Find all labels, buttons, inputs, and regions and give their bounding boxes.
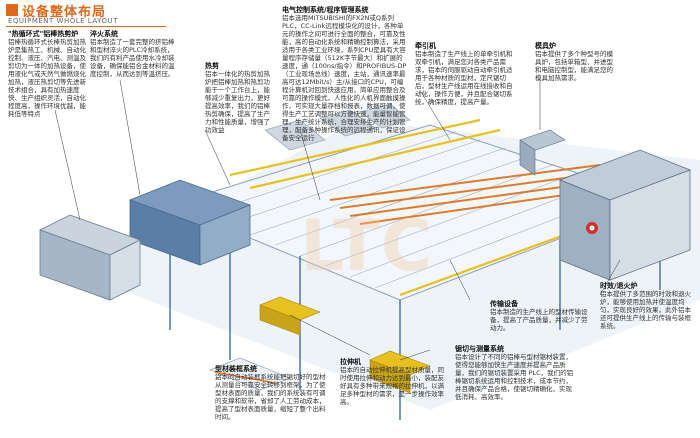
label-hot-loop-title: "热循环式"铝棒热剪炉 xyxy=(8,30,79,38)
saw-unit xyxy=(369,350,431,394)
aging-oven xyxy=(558,149,692,281)
label-hot-loop-desc: 铝棒热循环式长棒热剪加热炉是集热工、机械、自动化控制、液压、汽电、测温及剪切为一… xyxy=(8,38,86,118)
page-title: 设备整体布局 xyxy=(22,5,107,20)
label-aging-title: 时效/退火炉 xyxy=(600,282,638,290)
logo-watermark: LTC xyxy=(300,205,432,287)
label-conveyor-title: 传输设备 xyxy=(490,300,518,308)
page-subtitle: EQUIPMENT WHOLE LAYOUT xyxy=(8,17,118,25)
label-saw-measure: 锯切与测量系统 铝本设计了不同的铝棒与型材锯材装置，使得您能够加快生产速度并提高… xyxy=(455,345,575,401)
label-aging-oven: 时效/退火炉 铝本提供了多范围的时效和退火炉，能够使用加热并使温度均匀，实现良好… xyxy=(600,282,695,330)
stretcher-unit xyxy=(259,296,321,336)
leader-lines xyxy=(54,79,621,381)
label-conveyor: 传输设备 铝本制造的生产线上的型材传输设备，提高了产品质量，并减少了劳动力。 xyxy=(490,300,590,332)
label-stretcher: 拉伸机 铝本的自动拉伸机提高型材质量，同时使用拉伸和动力达到最小，装配友好具有多… xyxy=(340,358,445,406)
header-marker xyxy=(6,4,18,16)
label-aging-desc: 铝本提供了多范围的时效和退火炉，能够使用加热并使温度均匀，实现良好的效果，此外铝… xyxy=(600,290,691,330)
billet-furnace xyxy=(38,214,142,301)
label-control-desc: 铝本选用MITSUBISHI的FX2N或Q系列PLC，CC-Link远程模块化的… xyxy=(282,14,407,142)
label-stretcher-title: 拉伸机 xyxy=(340,358,361,366)
label-die-oven-desc: 铝本提供了多个种型号的模具炉，包括单箱型、并进型和电脑控制型，能满足您的模具加热… xyxy=(535,50,613,82)
label-stacker: 型材装框系统 铝本的自动装框系统能把锯切好的型材从测量台可靠安全转移到框架，为了… xyxy=(215,365,330,421)
stacker-unit xyxy=(209,357,291,391)
runout-rollers xyxy=(199,131,631,289)
label-hot-loop-furnace: "热循环式"铝棒热剪炉 铝棒热循环式长棒热剪加热炉是集热工、机械、自动化控制、液… xyxy=(8,30,86,118)
label-saw-desc: 铝本设计了不同的铝棒与型材锯材装置，使得您能够加快生产速度并提高产品质量，我们的… xyxy=(455,353,574,401)
header-rule xyxy=(6,26,166,27)
label-stacker-desc: 铝本的自动装框系统能把锯切好的型材从测量台可靠安全转移到框架，为了使型材表面的质… xyxy=(215,373,326,421)
label-heat-shear: 热剪 铝本一体化的热剪加热炉把铝棒加热和热剪功能于一个工作台上，能够减少重复出力… xyxy=(205,62,275,134)
label-puller: 牵引机 铝本制造了生产线上的单牵引机和双牵引机，满足您对各类产品需求，铝本的伺服… xyxy=(415,42,515,106)
label-puller-desc: 铝本制造了生产线上的单牵引机和双牵引机，满足您对各类产品需求，铝本的伺服驱动自动… xyxy=(415,50,513,106)
exhaust-hoods xyxy=(264,103,411,151)
label-control-system: 电气控制系统/程序管理系统 铝本选用MITSUBISHI的FX2N或Q系列PLC… xyxy=(282,6,407,142)
label-quench-title: 淬火系统 xyxy=(90,30,118,38)
label-saw-title: 锯切与测量系统 xyxy=(455,345,504,353)
label-die-oven-title: 模具炉 xyxy=(535,42,556,50)
extrusion-press xyxy=(128,179,252,266)
label-conveyor-desc: 铝本制造的生产线上的型材传输设备，提高了产品质量，并减少了劳动力。 xyxy=(490,308,588,332)
die-oven xyxy=(519,129,566,176)
label-control-title: 电气控制系统/程序管理系统 xyxy=(282,6,369,14)
label-quench-system: 淬火系统 铝本制造了一套完整的挤铝棒和型材淬火的PLC冷却系统，我们的有利产品使… xyxy=(90,30,180,78)
label-heat-shear-desc: 铝本一体化的热剪加热炉把铝棒加热和热剪功能于一个工作台上，能够减少重复出力，更好… xyxy=(205,70,270,134)
label-quench-desc: 铝本制造了一套完整的挤铝棒和型材淬火的PLC冷却系统，我们的有利产品使用水冷却装… xyxy=(90,38,175,78)
label-heat-shear-title: 热剪 xyxy=(205,62,219,70)
label-puller-title: 牵引机 xyxy=(415,42,436,50)
label-stretcher-desc: 铝本的自动拉伸机提高型材质量，同时使用拉伸和动力达到最小，装配友好具有多种带来规… xyxy=(340,366,444,406)
label-die-oven: 模具炉 铝本提供了多个种型号的模具炉，包括单箱型、并进型和电脑控制型，能满足您的… xyxy=(535,42,615,82)
label-stacker-title: 型材装框系统 xyxy=(215,365,257,373)
